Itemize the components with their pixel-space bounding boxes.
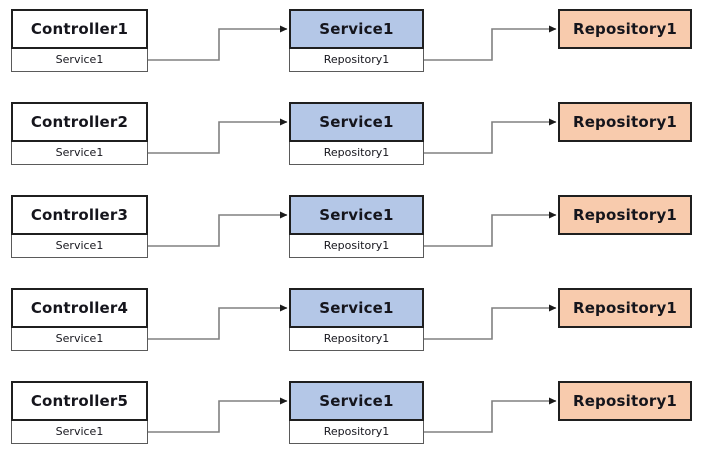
service-node-1[interactable]: Service1 Repository1 [289,9,424,72]
service-member-repository[interactable]: Repository1 [289,49,424,72]
connector-service-to-repository-5 [424,397,557,433]
repository-node-5[interactable]: Repository1 [558,381,692,421]
connector-service-to-repository-4 [424,304,557,340]
repository-title: Repository1 [558,288,692,328]
diagram-row-1: Controller1 Service1 Service1 Repository… [0,9,707,72]
service-member-repository[interactable]: Repository1 [289,421,424,444]
service-node-3[interactable]: Service1 Repository1 [289,195,424,258]
controller2-node[interactable]: Controller2 Service1 [11,102,148,165]
controller-title: Controller1 [11,9,148,49]
connector-controller2-to-service [148,118,288,154]
connector-service-to-repository-3 [424,211,557,247]
controller-member-service[interactable]: Service1 [11,328,148,351]
diagram-row-4: Controller4 Service1 Service1 Repository… [0,288,707,351]
service-title: Service1 [289,102,424,142]
controller-member-service[interactable]: Service1 [11,142,148,165]
repository-title: Repository1 [558,195,692,235]
controller-title: Controller2 [11,102,148,142]
controller-title: Controller3 [11,195,148,235]
repository-title: Repository1 [558,381,692,421]
repository-title: Repository1 [558,102,692,142]
service-node-4[interactable]: Service1 Repository1 [289,288,424,351]
connector-controller1-to-service [148,25,288,61]
connector-service-to-repository-1 [424,25,557,61]
service-member-repository[interactable]: Repository1 [289,328,424,351]
connector-controller5-to-service [148,397,288,433]
service-member-repository[interactable]: Repository1 [289,235,424,258]
controller4-node[interactable]: Controller4 Service1 [11,288,148,351]
controller-title: Controller5 [11,381,148,421]
diagram-row-3: Controller3 Service1 Service1 Repository… [0,195,707,258]
service-node-5[interactable]: Service1 Repository1 [289,381,424,444]
controller-title: Controller4 [11,288,148,328]
repository-node-2[interactable]: Repository1 [558,102,692,142]
repository-node-4[interactable]: Repository1 [558,288,692,328]
connector-controller4-to-service [148,304,288,340]
diagram-row-2: Controller2 Service1 Service1 Repository… [0,102,707,165]
controller5-node[interactable]: Controller5 Service1 [11,381,148,444]
controller1-node[interactable]: Controller1 Service1 [11,9,148,72]
service-title: Service1 [289,288,424,328]
diagram-row-5: Controller5 Service1 Service1 Repository… [0,381,707,444]
service-title: Service1 [289,195,424,235]
controller-member-service[interactable]: Service1 [11,49,148,72]
service-title: Service1 [289,9,424,49]
repository-node-1[interactable]: Repository1 [558,9,692,49]
service-member-repository[interactable]: Repository1 [289,142,424,165]
controller3-node[interactable]: Controller3 Service1 [11,195,148,258]
connector-service-to-repository-2 [424,118,557,154]
controller-member-service[interactable]: Service1 [11,235,148,258]
repository-title: Repository1 [558,9,692,49]
controller-member-service[interactable]: Service1 [11,421,148,444]
service-node-2[interactable]: Service1 Repository1 [289,102,424,165]
service-title: Service1 [289,381,424,421]
repository-node-3[interactable]: Repository1 [558,195,692,235]
connector-controller3-to-service [148,211,288,247]
